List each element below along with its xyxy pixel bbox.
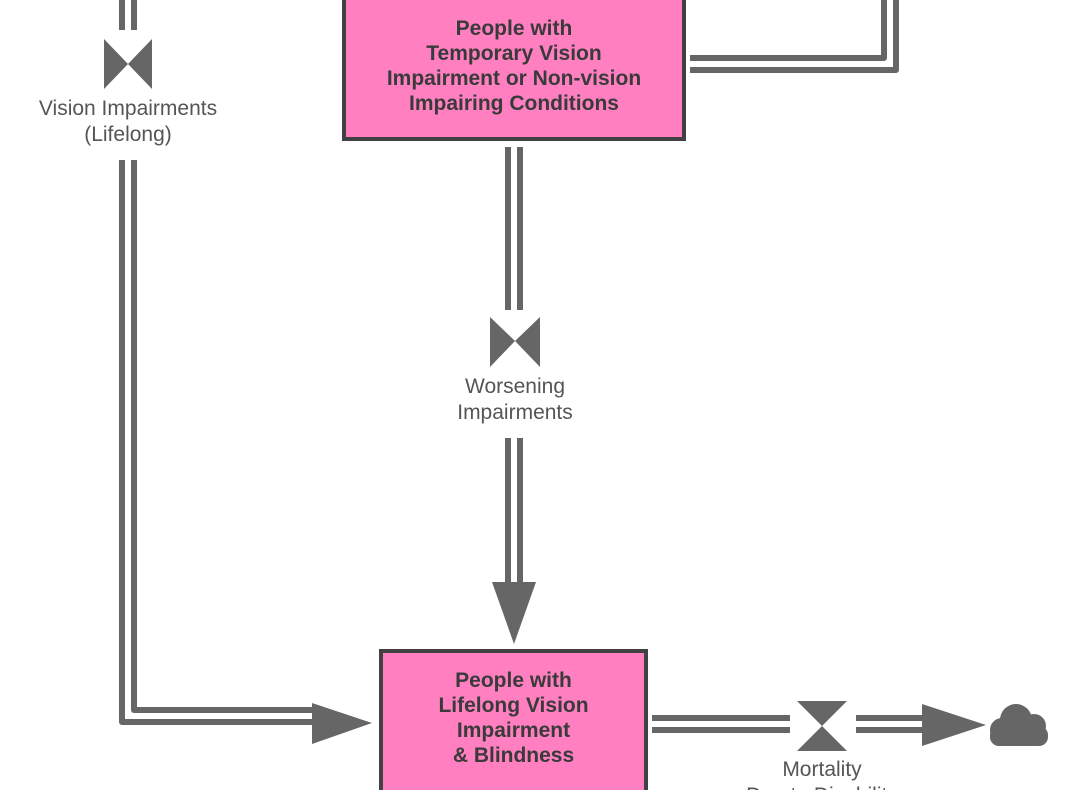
flow-pipe-right-loop <box>690 0 899 73</box>
flow-pipe-mortality <box>652 715 930 733</box>
cloud-icon <box>990 704 1048 746</box>
bowtie-valve-icon <box>104 39 152 89</box>
stock-label: People with Temporary Vision Impairment … <box>386 16 642 115</box>
flow-pipe-worsening <box>505 147 523 585</box>
bowtie-valve-icon <box>797 701 847 751</box>
arrowhead-into-lifelong-top <box>492 582 536 644</box>
flow-label-vision-impairments: Vision Impairments (Lifelong) <box>8 96 248 148</box>
flow-label-mortality: Mortality Due to Disability <box>712 757 932 790</box>
flow-label-worsening: Worsening Impairments <box>425 374 605 426</box>
arrowhead-into-lifelong <box>312 703 372 744</box>
valve-vision-impairments <box>104 39 152 89</box>
valve-worsening <box>490 317 540 367</box>
stock-label: People with Lifelong Vision Impairment &… <box>438 669 589 767</box>
valve-mortality <box>797 701 847 751</box>
bowtie-valve-icon <box>490 317 540 367</box>
arrowhead-into-cloud <box>922 704 986 746</box>
stock-lifelong-vision-impairment: People with Lifelong Vision Impairment &… <box>379 649 648 790</box>
flow-pipe-vision-impairments <box>119 0 320 725</box>
stock-temporary-vision-impairment: People with Temporary Vision Impairment … <box>342 0 686 141</box>
